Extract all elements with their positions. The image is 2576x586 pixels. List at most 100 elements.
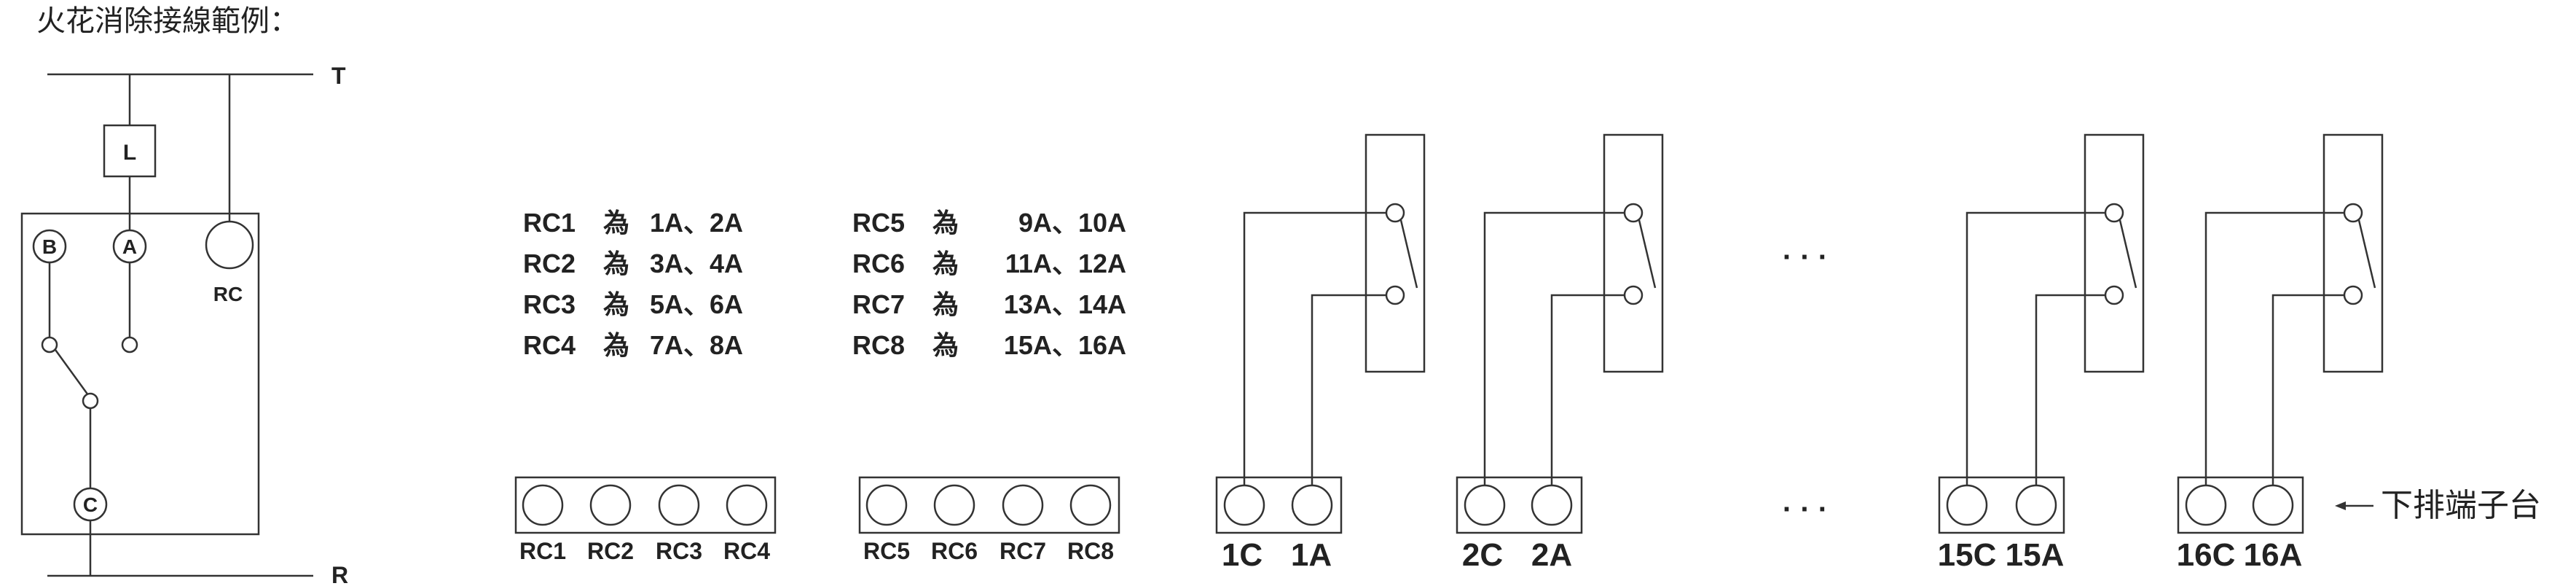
terminal-label: 15C <box>1938 537 1997 573</box>
rc-hole <box>589 484 632 526</box>
relay-arm <box>2357 219 2376 289</box>
map-rc: RC3 <box>523 289 576 319</box>
map-rc: RC7 <box>852 289 905 319</box>
map-pins: 15A、16A <box>1004 330 1126 360</box>
wire-c <box>2204 211 2344 490</box>
relay-module <box>1364 133 1426 373</box>
bus-label-r: R <box>331 562 348 586</box>
map-rc: RC6 <box>852 249 905 278</box>
relay-arm <box>1638 219 1657 289</box>
map-pins: 13A、14A <box>1004 289 1126 319</box>
terminal-a-label: A <box>122 235 137 258</box>
map-word: 為 <box>603 330 629 360</box>
rc-block-label: RC1 <box>519 538 566 564</box>
terminal-hole <box>2252 484 2294 526</box>
rc-block-1 <box>514 476 777 534</box>
relay-common-contact <box>1623 203 1644 223</box>
terminal-hole <box>1291 484 1333 526</box>
rc-hole <box>1069 484 1112 526</box>
rc-block-label: RC6 <box>931 538 978 564</box>
rc-hole <box>933 484 975 526</box>
rc-hole <box>1002 484 1044 526</box>
map-pins: 7A、8A <box>650 330 743 360</box>
map-rc: RC2 <box>523 249 576 278</box>
map-rc: RC4 <box>523 330 576 360</box>
relay-no-contact <box>2343 285 2363 305</box>
wire-a <box>1311 294 1386 490</box>
relay-module <box>2322 133 2384 373</box>
wire-a <box>2271 294 2344 490</box>
rc-hole <box>658 484 700 526</box>
relay-common-contact <box>1385 203 1405 223</box>
map-pins: 1A、2A <box>650 208 743 238</box>
switch-arm <box>54 349 90 396</box>
coil-label: L <box>123 141 136 165</box>
rc-hole <box>522 484 564 526</box>
terminal-hole <box>1464 484 1506 526</box>
terminal-label: 2A <box>1531 537 1572 573</box>
terminal-pair-block <box>1456 476 1583 534</box>
map-rc: RC5 <box>852 208 905 238</box>
relay-arm <box>1399 219 1418 289</box>
terminal-label: 16A <box>2244 537 2303 573</box>
map-pins: 11A、12A <box>1005 249 1126 278</box>
terminal-label: 1C <box>1222 537 1263 573</box>
terminal-pair-block <box>2177 476 2304 534</box>
ellipsis-lower: · · · <box>1783 493 1828 526</box>
map-pins: 5A、6A <box>650 289 743 319</box>
rc-block-label: RC4 <box>723 538 770 564</box>
terminal-label: 1A <box>1291 537 1332 573</box>
terminal-pair-block <box>1938 476 2065 534</box>
rc-block-2 <box>858 476 1120 534</box>
terminal-c-label: C <box>83 493 98 516</box>
arrow-head <box>2335 501 2346 510</box>
terminal-hole <box>2185 484 2227 526</box>
contact-no <box>121 336 138 353</box>
rc-hole <box>726 484 768 526</box>
wire-c <box>1243 211 1386 490</box>
relay-body <box>20 212 260 536</box>
terminal-hole <box>1223 484 1265 526</box>
bus-label-t: T <box>331 63 346 89</box>
relay-common-contact <box>2104 203 2124 223</box>
map-word: 為 <box>603 249 629 278</box>
coil-box <box>103 124 157 178</box>
wire-c <box>1966 211 2105 490</box>
terminal-pair-block <box>1215 476 1343 534</box>
wire-a <box>2035 294 2105 490</box>
relay-no-contact <box>1385 285 1405 305</box>
contact-common <box>82 392 99 410</box>
ellipsis-upper: · · · <box>1783 241 1828 273</box>
terminal-label: 16C <box>2177 537 2236 573</box>
terminal-rc <box>205 220 254 270</box>
relay-no-contact <box>2104 285 2124 305</box>
terminal-hole <box>1531 484 1573 526</box>
rc-block-label: RC7 <box>1000 538 1046 564</box>
lower-terminal-label: 下排端子台 <box>2381 488 2541 523</box>
relay-module <box>1603 133 1664 373</box>
terminal-hole <box>2015 484 2057 526</box>
rc-hole <box>865 484 908 526</box>
rc-block-label: RC2 <box>587 538 634 564</box>
wire-c <box>1483 211 1625 490</box>
map-word: 為 <box>603 208 629 238</box>
rc-label: RC <box>213 283 243 305</box>
terminal-label: 15A <box>2006 537 2065 573</box>
relay-no-contact <box>1623 285 1644 305</box>
map-word: 為 <box>603 289 629 319</box>
relay-common-contact <box>2343 203 2363 223</box>
rc-block-label: RC8 <box>1067 538 1114 564</box>
map-word: 為 <box>932 330 959 360</box>
wire-a <box>1550 294 1625 490</box>
map-word: 為 <box>932 249 959 278</box>
rc-block-label: RC5 <box>863 538 910 564</box>
terminal-b-label: B <box>42 235 57 258</box>
map-rc: RC1 <box>523 208 576 238</box>
relay-arm <box>2118 219 2137 289</box>
map-word: 為 <box>932 208 959 238</box>
map-word: 為 <box>932 289 959 319</box>
terminal-hole <box>1946 484 1988 526</box>
terminal-label: 2C <box>1462 537 1503 573</box>
map-pins: 9A、10A <box>1018 208 1126 238</box>
